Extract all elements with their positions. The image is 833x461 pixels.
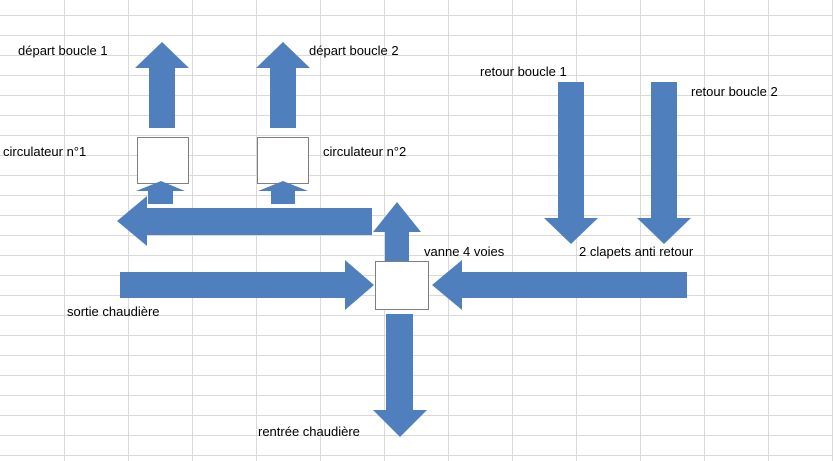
arrow-to-circulateur-2[interactable] (258, 181, 308, 204)
label-depart-boucle-2: départ boucle 2 (309, 43, 399, 58)
label-retour-boucle-1: retour boucle 1 (480, 64, 567, 79)
arrow-sortie-chaudiere[interactable] (120, 260, 374, 310)
label-sortie-chaudiere: sortie chaudière (67, 304, 160, 319)
arrow-depart-boucle-1[interactable] (135, 42, 189, 128)
label-depart-boucle-1: départ boucle 1 (18, 43, 108, 58)
label-circulateur-1: circulateur n°1 (3, 144, 87, 159)
label-clapets: 2 clapets anti retour (579, 244, 694, 259)
label-retour-boucle-2: retour boucle 2 (691, 84, 778, 99)
arrow-retour-boucle-2[interactable] (637, 82, 691, 244)
arrow-to-circulateur-1[interactable] (136, 181, 185, 204)
circulateur-2-box[interactable] (257, 137, 309, 184)
label-circulateur-2: circulateur n°2 (323, 144, 407, 159)
circulateur-1-box[interactable] (137, 137, 189, 184)
arrow-rentree-chaudiere[interactable] (373, 314, 427, 437)
label-rentree-chaudiere: rentrée chaudière (258, 424, 360, 439)
label-vanne-4-voies: vanne 4 voies (424, 244, 505, 259)
arrow-depart-boucle-2[interactable] (256, 42, 310, 128)
grid-rows (0, 15, 833, 456)
arrow-vanne-up[interactable] (373, 202, 421, 262)
arrow-retour-vanne[interactable] (432, 260, 687, 310)
arrow-distribution-left[interactable] (117, 196, 372, 246)
arrow-retour-boucle-1[interactable] (544, 82, 598, 244)
vanne-4-voies-box[interactable] (375, 261, 429, 310)
